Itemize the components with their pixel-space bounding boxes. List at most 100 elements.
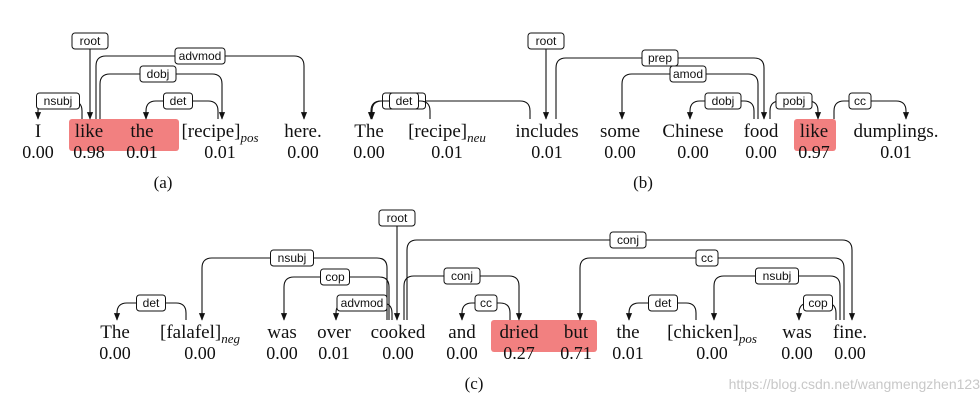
arc-label-box [755, 267, 799, 285]
panel-b: The0.00[recipe]neu0.01includes0.01some0.… [353, 32, 939, 192]
token-score: 0.00 [287, 142, 319, 162]
arc-label: conj [451, 269, 473, 283]
root-label: root [80, 34, 101, 48]
token-word: The [354, 121, 384, 142]
arc-label-box [669, 65, 707, 83]
token-word: here. [284, 121, 321, 142]
token-word: was [782, 322, 812, 343]
arc-label: cop [325, 270, 345, 284]
panel-caption: (b) [633, 173, 653, 192]
token-score: 0.01 [126, 142, 158, 162]
token-score: 0.01 [880, 142, 912, 162]
token-word: some [600, 121, 640, 142]
arc-label: det [143, 296, 160, 310]
arc-label: det [655, 296, 672, 310]
arc-label: dobj [712, 94, 735, 108]
token-word: dumplings. [854, 121, 939, 142]
arc-label: cc [480, 296, 492, 310]
token-score: 0.00 [834, 343, 866, 363]
arc-label: cc [701, 251, 713, 265]
arc-label-box [609, 231, 647, 249]
token-score: 0.00 [99, 343, 131, 363]
token-word: dried [499, 322, 539, 343]
token-score: 0.00 [677, 142, 709, 162]
token-word: cooked [371, 322, 426, 343]
watermark: https://blog.csdn.net/wangmengzhen123 [729, 376, 980, 392]
token-word: but [564, 322, 589, 343]
root-label-box [527, 32, 565, 50]
arc-label: cop [808, 296, 828, 310]
token-word: like [800, 121, 829, 142]
arc-label-box [803, 294, 833, 312]
arc-label: cc [854, 94, 866, 108]
token-subscript: pos [738, 331, 757, 346]
arc-label-box [704, 92, 742, 110]
token-score: 0.97 [798, 142, 830, 162]
token-subscript: pos [240, 130, 259, 145]
token-score: 0.71 [560, 343, 592, 363]
dependency-arc [367, 100, 531, 120]
arc-label: conj [617, 233, 639, 247]
panel-c: The0.00[falafel]neg0.00was0.00over0.01co… [99, 209, 867, 393]
arc-label: det [396, 94, 413, 108]
root-label-box [378, 209, 416, 227]
token-word: the [130, 121, 153, 142]
token-score: 0.00 [184, 343, 216, 363]
token-word: The [100, 322, 130, 343]
token-word: fine. [833, 322, 867, 343]
token-word: and [448, 322, 476, 343]
token-score: 0.00 [22, 142, 54, 162]
arc-label-box [163, 92, 193, 110]
arc-label-box [641, 49, 679, 67]
arc-label: pobj [783, 94, 806, 108]
token-score: 0.27 [503, 343, 535, 363]
arc-label-box [36, 92, 80, 110]
dependency-arc [555, 57, 768, 120]
arc-label-box [848, 92, 872, 110]
token-word: Chinese [662, 121, 723, 142]
panel-a: I0.00like0.98the0.01[recipe]pos0.01here.… [22, 32, 322, 192]
arc-label: advmod [341, 296, 384, 310]
token-score: 0.00 [604, 142, 636, 162]
highlight-box [794, 119, 836, 151]
arc-label-box [775, 92, 813, 110]
root-label: root [536, 34, 557, 48]
arc-label-box [270, 249, 314, 267]
token-score: 0.00 [745, 142, 777, 162]
arc-label-box [648, 294, 678, 312]
token-score: 0.00 [781, 343, 813, 363]
token-word: includes [515, 121, 578, 142]
arc-label-box [443, 267, 481, 285]
arc-label-box [320, 268, 350, 286]
token-word: like [75, 121, 104, 142]
arc-label: prep [648, 51, 672, 65]
token-score: 0.01 [612, 343, 644, 363]
arc-label: amod [673, 67, 703, 81]
token-score: 0.00 [446, 343, 478, 363]
arc-label-box [174, 47, 226, 65]
arc-label: nsubj [763, 269, 792, 283]
root-label-box [71, 32, 109, 50]
arc-label: nsubj [44, 94, 73, 108]
arc-label: nsubj [278, 251, 307, 265]
token-score: 0.00 [696, 343, 728, 363]
dependency-arc [95, 55, 308, 120]
arc-label-box [695, 249, 719, 267]
token-score: 0.01 [531, 142, 563, 162]
token-score: 0.00 [353, 142, 385, 162]
token-score: 0.01 [204, 142, 236, 162]
token-score: 0.00 [382, 343, 414, 363]
token-score: 0.00 [266, 343, 298, 363]
arc-label-box [139, 65, 177, 83]
token-subscript: neg [221, 331, 240, 346]
token-score: 0.01 [318, 343, 350, 363]
highlight-box [69, 119, 179, 151]
token-word: food [744, 121, 779, 142]
arc-label: det [170, 94, 187, 108]
arc-label-box [474, 294, 498, 312]
panel-caption: (c) [465, 374, 484, 393]
token-subscript: neu [467, 130, 486, 145]
arc-label: dobj [147, 67, 170, 81]
token-word: was [267, 322, 297, 343]
